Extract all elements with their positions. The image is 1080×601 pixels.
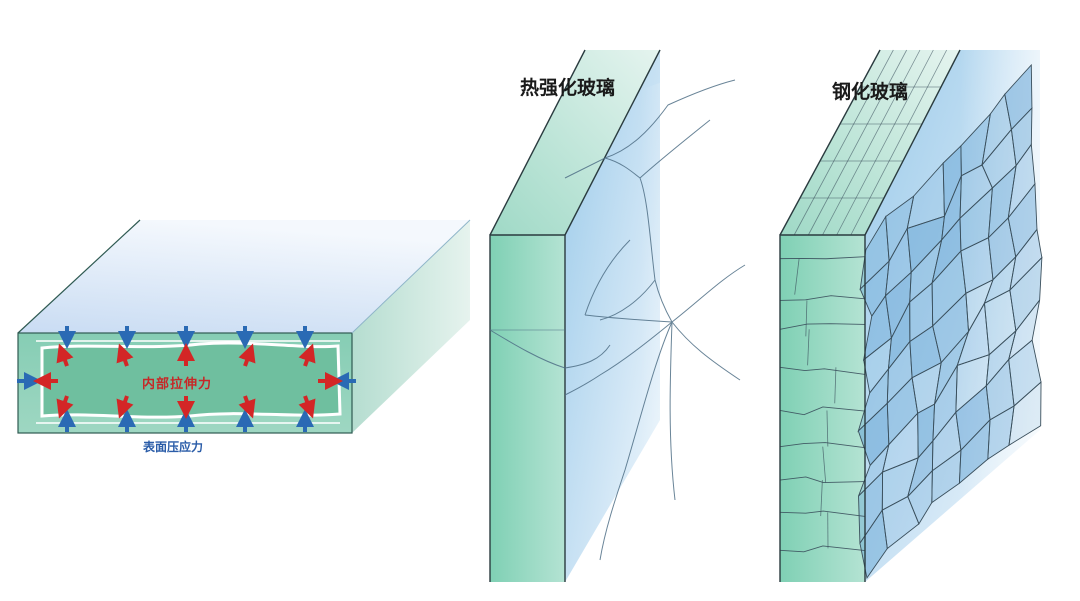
glass-slab bbox=[17, 219, 471, 434]
tension-arrow-down bbox=[116, 395, 134, 419]
inner-tension-label: 内部拉伸力 bbox=[142, 377, 213, 392]
tension-arrow-down bbox=[238, 395, 256, 419]
edge-fragment-line bbox=[779, 476, 866, 484]
tension-arrow-up bbox=[56, 343, 74, 367]
edge-fragment-line bbox=[807, 329, 810, 366]
slab-side-face bbox=[352, 220, 470, 433]
edge-fragment-line bbox=[805, 300, 808, 337]
heat-panel-right-fade bbox=[640, 50, 750, 500]
tension-arrow-up bbox=[238, 343, 256, 367]
tempered-glass-title: 钢化玻璃 bbox=[832, 81, 909, 103]
edge-fragment-line bbox=[779, 256, 866, 260]
top-fragment-line bbox=[850, 49, 948, 236]
top-fragment-line bbox=[836, 49, 934, 236]
heat-panel-cracks bbox=[489, 79, 746, 561]
edge-fragment-line bbox=[779, 406, 866, 416]
edge-fragment-line bbox=[779, 295, 866, 301]
edge-fragment-line bbox=[826, 410, 829, 447]
heat-panel-edge bbox=[490, 235, 565, 582]
tempered-panel bbox=[779, 49, 1045, 582]
edge-fragment-line bbox=[779, 366, 866, 375]
tension-arrows bbox=[33, 343, 343, 419]
heat-strengthened-panel bbox=[489, 49, 750, 582]
tension-arrow-up bbox=[116, 343, 134, 367]
edge-fragment-line bbox=[822, 446, 827, 483]
edge-fragment-line bbox=[779, 323, 866, 330]
edge-fragment-line bbox=[779, 510, 866, 517]
tempered-panel-top bbox=[780, 50, 960, 235]
top-fragment-line bbox=[807, 49, 908, 236]
surface-compression-label: 表面压应力 bbox=[143, 440, 204, 454]
edge-fragment-line bbox=[834, 367, 837, 404]
glass-fragment bbox=[1008, 381, 1042, 447]
compression-arrows bbox=[17, 326, 356, 432]
tension-arrow-up bbox=[298, 343, 316, 367]
tempered-panel-right-fade bbox=[960, 50, 1045, 500]
top-fragment-line bbox=[793, 49, 894, 236]
top-fragment-line bbox=[822, 49, 921, 236]
slab-top-face bbox=[18, 220, 470, 333]
tempered-panel-fragments bbox=[779, 49, 1043, 580]
edge-fragment-line bbox=[820, 480, 823, 517]
tempered-panel-edge bbox=[780, 235, 865, 582]
edge-fragment-line bbox=[779, 442, 866, 449]
edge-fragment-line bbox=[779, 545, 866, 553]
heat-strengthened-title: 热强化玻璃 bbox=[520, 77, 616, 99]
tension-arrow-down bbox=[56, 395, 74, 419]
tension-arrow-down bbox=[298, 395, 316, 419]
edge-fragment-line bbox=[794, 258, 800, 295]
heat-panel-top bbox=[490, 50, 660, 235]
